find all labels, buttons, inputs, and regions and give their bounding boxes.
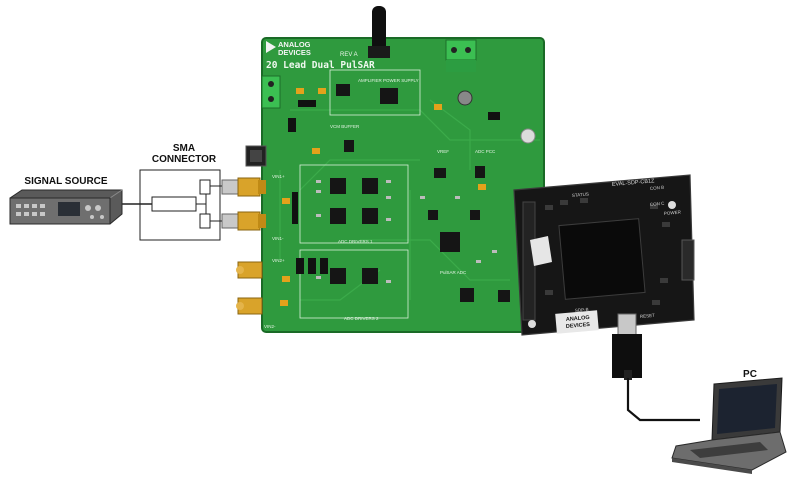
usb-connector	[612, 313, 642, 380]
section-label: VCM BUFFER	[330, 124, 360, 129]
pin-header	[292, 192, 298, 224]
power-terminal-block	[261, 75, 281, 109]
pcb-traces	[279, 99, 540, 301]
capacitors	[280, 88, 486, 306]
controller-label: POWER	[664, 209, 682, 216]
board-brand-line1: ANALOG	[278, 40, 311, 49]
passive-components	[316, 180, 497, 283]
controller-brand-box	[555, 310, 599, 334]
board-brand-line2: DEVICES	[278, 48, 311, 57]
sma-label-line1: SMA	[172, 143, 196, 154]
board-rev: REV A	[340, 52, 358, 58]
blackfin-logo-icon	[530, 236, 552, 266]
sma-label-line2: CONNECTOR	[151, 154, 217, 165]
controller-brand-line2: DEVICES	[566, 322, 591, 330]
controller-label: RESET	[640, 313, 656, 319]
input-label: VIN2+	[272, 258, 285, 263]
fpga-chip	[558, 218, 646, 300]
board-title: 20 Lead Dual PulSAR	[266, 60, 375, 71]
controller-connector	[522, 201, 536, 321]
adc-drivers-1-area	[299, 164, 409, 244]
jumpers	[288, 100, 500, 274]
adi-logo-icon	[266, 41, 276, 53]
section-label: ADC DRIVERS 2	[344, 316, 379, 321]
sma-connector-vin1-plus	[221, 177, 266, 197]
amp-supply-area	[329, 69, 421, 116]
sma-connector-vin2-plus	[236, 261, 263, 279]
sma-connectors	[221, 177, 266, 315]
section-label: VREF	[437, 149, 449, 154]
signal-source-label: SIGNAL SOURCE	[24, 176, 108, 187]
sma-connector-vin1-minus	[221, 211, 266, 231]
input-label: VIN1+	[272, 174, 285, 179]
controller-label: CON B	[650, 185, 665, 191]
controller-board: EVAL-SDP-CB1Z STATUS POWER CON B CON C R…	[513, 174, 695, 336]
controller-brand-line1: ANALOG	[566, 315, 590, 323]
section-label: ADC DRIVERS 1	[338, 239, 373, 244]
controller-name: EVAL-SDP-CB1Z	[612, 178, 656, 188]
section-label: PulSAR ADC	[440, 270, 467, 275]
signal-source-instrument	[9, 189, 123, 225]
mounting-hole	[520, 128, 536, 144]
input-label: VIN1-	[272, 236, 284, 241]
laptop-pc	[671, 377, 787, 474]
pc-label: PC	[743, 369, 757, 380]
controller-label: CON C	[650, 201, 666, 207]
antenna-header	[372, 6, 386, 52]
section-label: ADC PCC	[475, 149, 496, 154]
input-label: VIN2-	[264, 324, 276, 329]
sma-connector-vin2-minus	[236, 297, 263, 315]
pcb-body	[262, 38, 544, 332]
adc-drivers-2-area	[299, 249, 409, 319]
laptop-keyboard	[690, 442, 768, 458]
sma-schematic	[122, 169, 222, 241]
laptop-screen	[717, 384, 777, 434]
instrument-screen	[58, 202, 80, 216]
controller-label: STATUS	[572, 192, 589, 198]
controller-label: SDP-B	[575, 307, 589, 313]
section-label: AMPLIFIER POWER SUPPLY	[358, 78, 419, 83]
supply-terminal-block	[445, 39, 477, 72]
mounting-hole	[668, 201, 676, 209]
ic-chips	[330, 84, 510, 302]
usb-cable	[626, 378, 700, 422]
inductor	[457, 90, 473, 106]
evaluation-board: ANALOG DEVICES REV A 20 Lead Dual PulSAR…	[245, 6, 545, 333]
